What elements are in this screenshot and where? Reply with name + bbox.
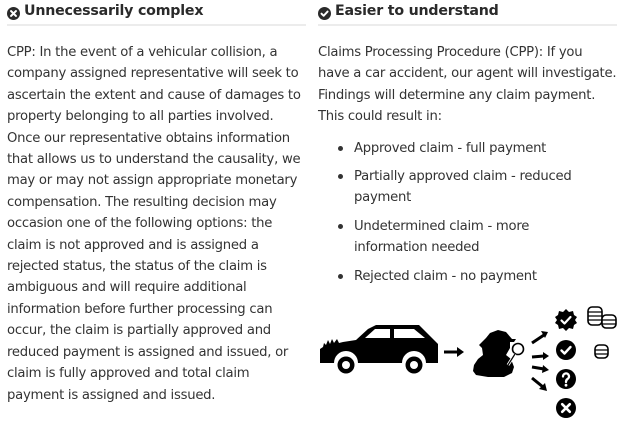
complex-header: Unnecessarily complex — [7, 0, 306, 26]
simple-column: Easier to understand Claims Processing P… — [318, 0, 617, 294]
bullet-icon — [338, 145, 343, 151]
x-circle-icon — [556, 398, 576, 418]
complex-column: Unnecessarily complex CPP: In the event … — [7, 0, 306, 406]
outcome-item: Undetermined claim - more information ne… — [318, 216, 594, 259]
simple-header: Easier to understand — [318, 0, 617, 26]
badge-check-icon — [555, 309, 577, 331]
outcome-label: Undetermined claim - more information ne… — [354, 218, 530, 256]
arrow-right-icon — [444, 347, 464, 357]
crashed-car-icon — [320, 325, 438, 375]
outcome-list: Approved claim - full payment Partially … — [318, 138, 617, 287]
arrow-up-right-icon — [531, 331, 548, 345]
large-coin-stack-icon — [587, 306, 617, 329]
claims-process-illustration — [318, 295, 622, 425]
outcome-label: Rejected claim - no payment — [354, 268, 537, 284]
arrow-right-icon — [531, 365, 549, 373]
question-circle-icon — [556, 369, 576, 389]
outcome-item: Partially approved claim - reduced payme… — [318, 166, 594, 209]
bullet-icon — [338, 174, 343, 180]
x-circle-icon — [7, 5, 20, 20]
outcome-item: Rejected claim - no payment — [318, 266, 594, 287]
arrow-right-icon — [531, 352, 549, 360]
detective-magnifier-icon — [473, 330, 525, 377]
check-circle-icon — [318, 5, 331, 20]
check-circle-icon — [556, 340, 576, 360]
small-coin-stack-icon — [594, 344, 609, 359]
complex-paragraph: CPP: In the event of a vehicular collisi… — [7, 45, 301, 403]
arrow-down-right-icon — [531, 376, 547, 391]
simple-title: Easier to understand — [335, 3, 499, 19]
outcome-item: Approved claim - full payment — [318, 138, 594, 159]
complex-title: Unnecessarily complex — [24, 3, 204, 19]
bullet-icon — [338, 273, 343, 279]
outcome-label: Approved claim - full payment — [354, 140, 547, 156]
outcome-label: Partially approved claim - reduced payme… — [354, 169, 572, 206]
simple-paragraph: Claims Processing Procedure (CPP): If yo… — [318, 45, 617, 125]
bullet-icon — [338, 223, 343, 229]
